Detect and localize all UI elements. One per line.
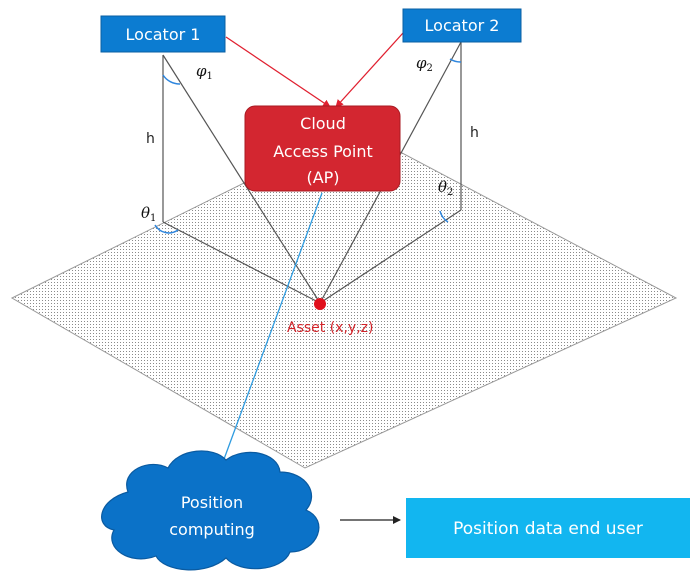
locator-2: Locator 2 [402,8,522,43]
cloud-line2: computing [169,520,254,539]
blue-arrow [218,192,323,471]
phi1-label: φ1 [196,62,213,82]
phi2-arc [449,58,462,63]
red-arrow-1 [225,36,331,108]
asset-label: Asset (x,y,z) [287,320,373,336]
theta1-label: θ1 [141,204,156,224]
position-computing-cloud: Position computing [101,450,320,571]
ground-line-2 [319,209,462,304]
cloud-line1: Position [181,493,243,512]
end-user-label: Position data end user [453,519,643,539]
theta1-arc [154,224,179,234]
access-point-line3: (AP) [306,168,339,187]
access-point: Cloud Access Point (AP) [244,105,401,192]
phi2-label: φ2 [416,54,433,74]
ground-plane [10,127,678,469]
height-label-2: h [470,125,479,141]
theta2-arc [439,210,449,223]
locator-1: Locator 1 [100,15,226,53]
red-arrow-2 [335,32,404,108]
sightline-1 [162,54,321,304]
end-user-box: Position data end user [406,498,690,558]
height-label-1: h [146,131,155,147]
theta2-label: θ2 [438,178,453,198]
locator-1-label: Locator 1 [126,25,201,44]
access-point-line1: Cloud [300,114,346,133]
asset-dot [314,298,326,310]
ground-line-1 [162,221,321,304]
access-point-line2: Access Point [273,142,373,161]
locator-2-label: Locator 2 [425,16,500,35]
phi1-arc [162,74,181,85]
